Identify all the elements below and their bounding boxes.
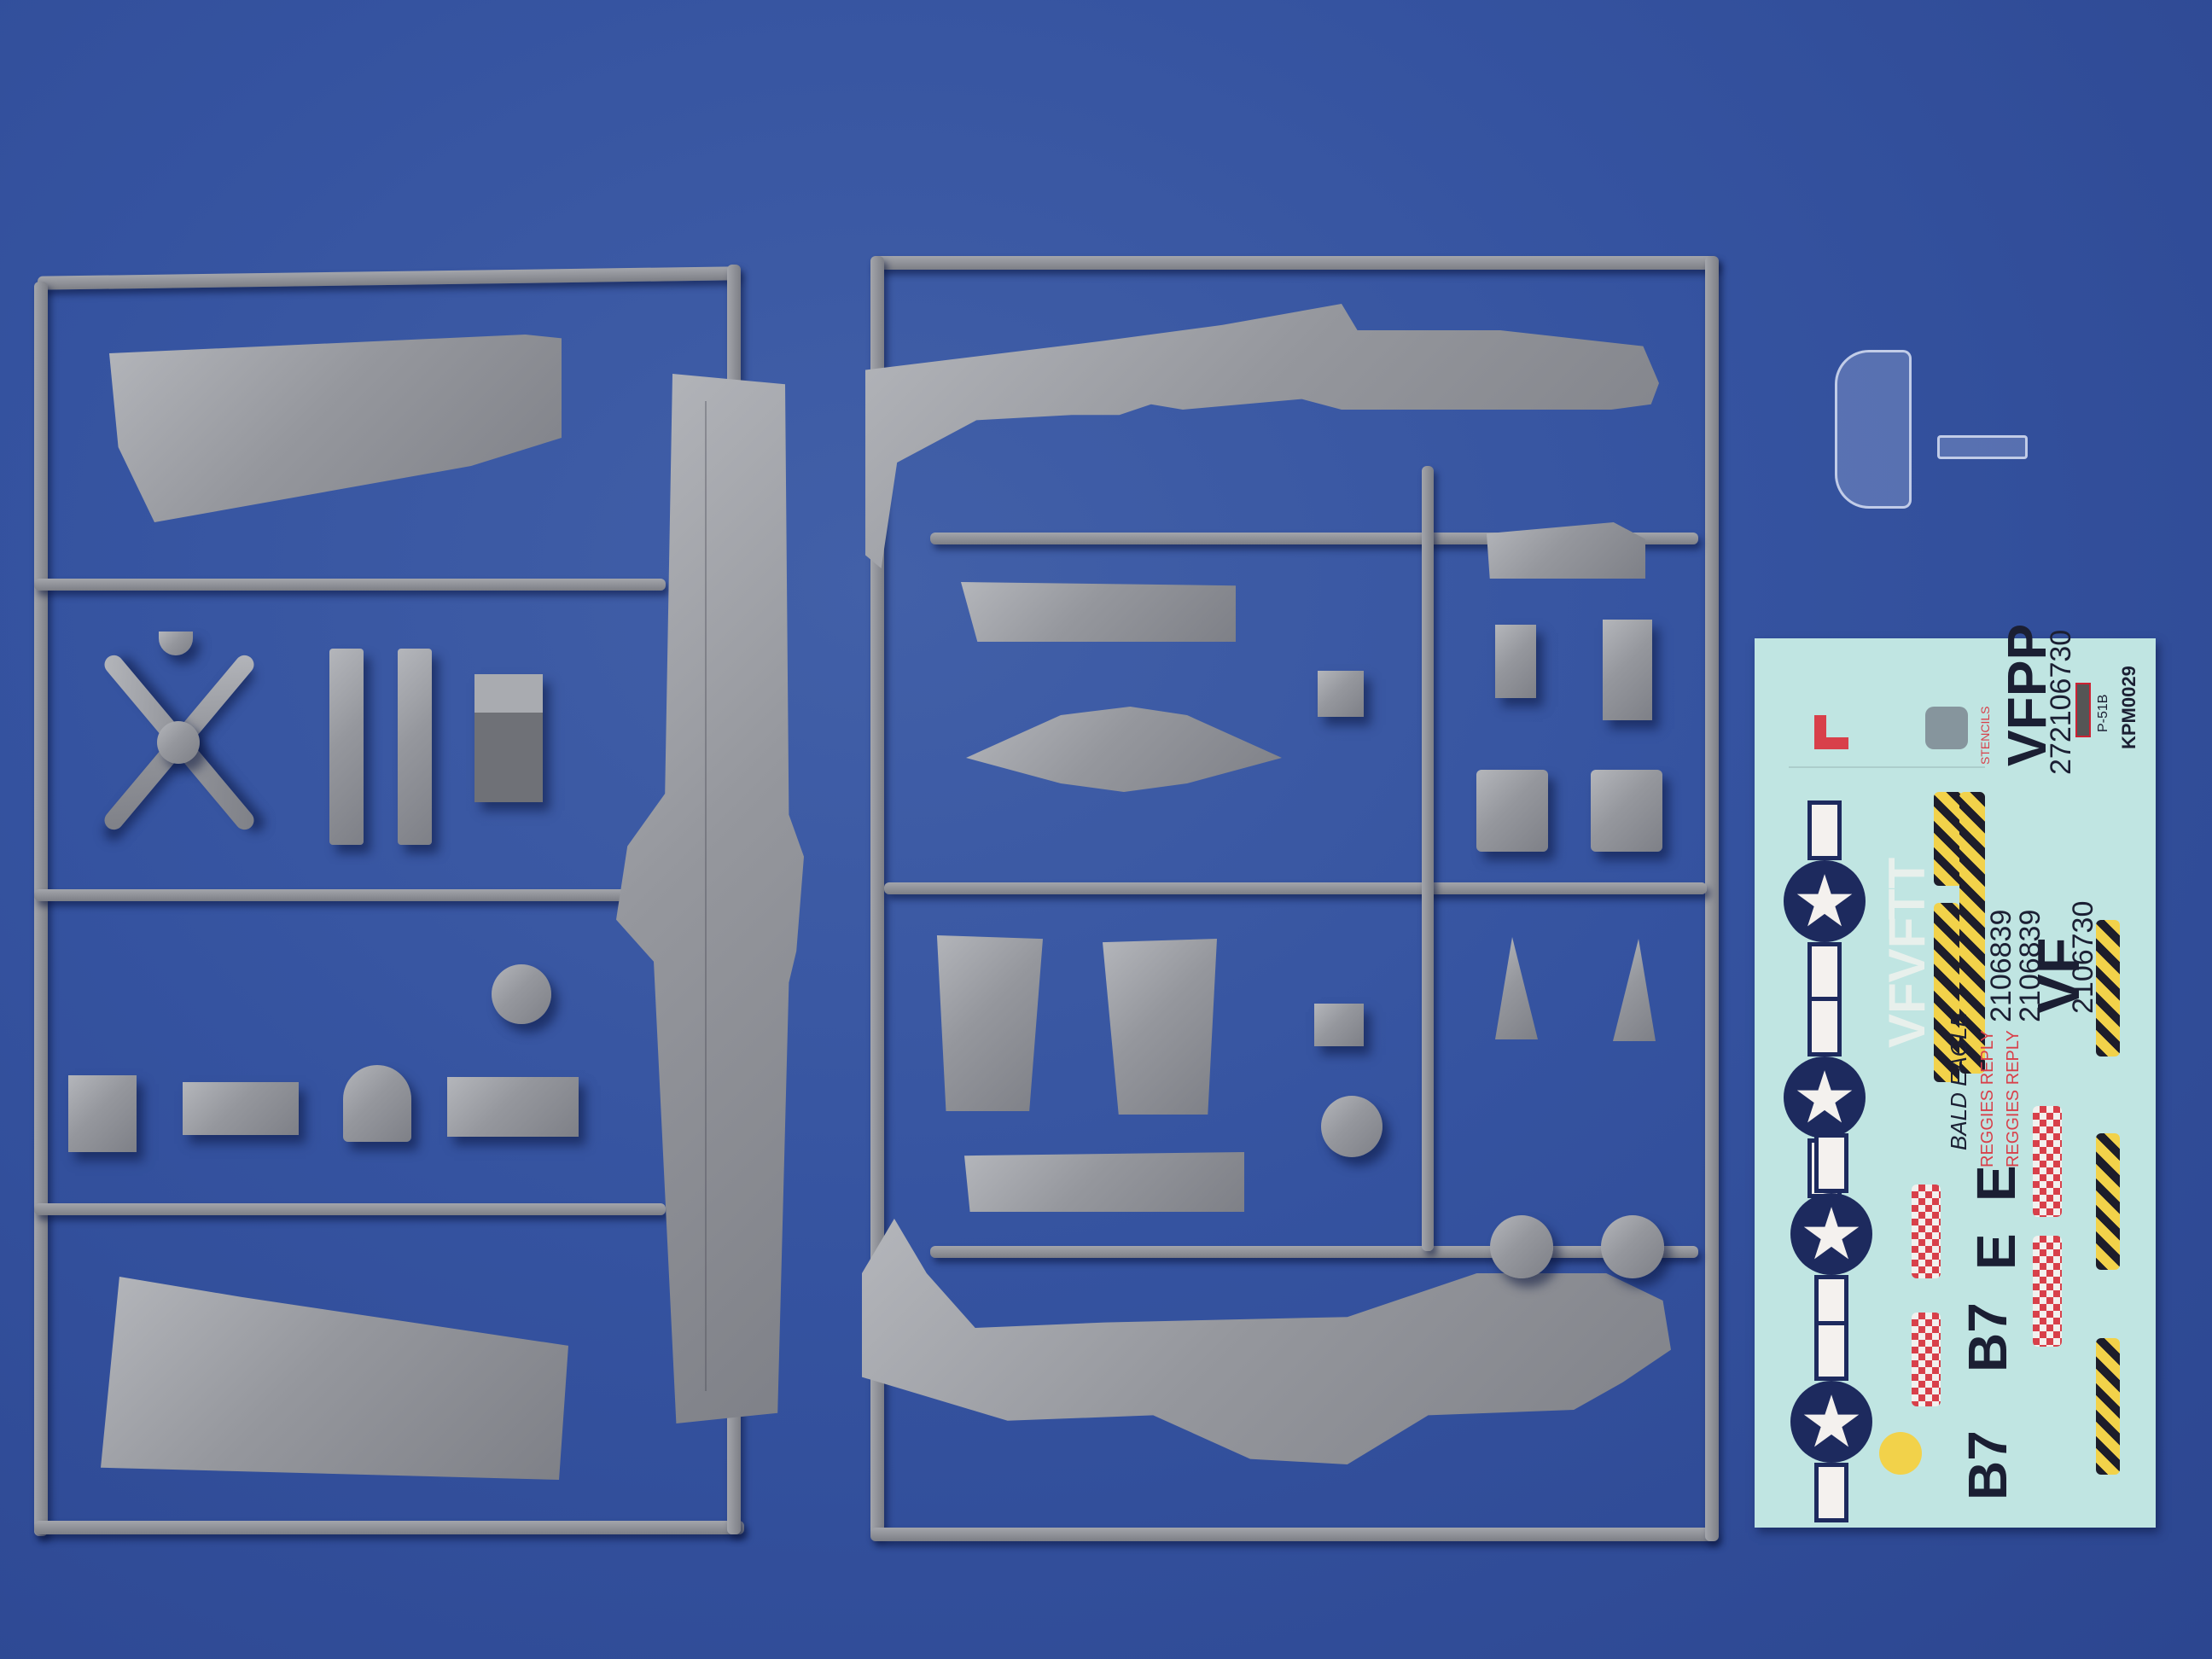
left-sprue-cross-runner-2: [34, 889, 666, 901]
aircraft-label: P-51B: [2096, 694, 2110, 732]
invasion-stripe-24: [2096, 1133, 2120, 1270]
seat-back-part: [1495, 625, 1536, 698]
code-b7-1: B7: [1957, 1430, 2018, 1500]
headrest-part: [343, 1065, 411, 1142]
gear-door-1-part: [1476, 770, 1548, 852]
stabiliser-right-part: [1103, 939, 1217, 1115]
main-wheel-right-part: [1601, 1215, 1664, 1278]
name-reggies-reply-1: REGGIES REPLY: [1978, 1030, 1997, 1167]
wing-panel-line: [705, 401, 707, 1391]
gunsight-part: [1314, 1004, 1364, 1046]
canopy-part: [1835, 350, 1912, 509]
fin-part: [1487, 522, 1645, 579]
stencil-block: STENCILS: [1789, 672, 1992, 768]
name-bald-eagle: BALD EAGLE: [1946, 1012, 1971, 1150]
stabiliser-left-part: [936, 935, 1043, 1111]
stencils-label: STENCILS: [1978, 706, 1992, 765]
code-e-1: E: [1965, 1233, 2027, 1270]
tailplane-part: [966, 707, 1282, 792]
invasion-stripe-16: [1934, 792, 1963, 886]
cockpit-floor-part: [183, 1082, 299, 1135]
code-tt-white: TT: [1878, 857, 1936, 920]
main-wing-part: [616, 374, 804, 1423]
small-box-part: [1318, 671, 1364, 717]
left-sprue-bottom-runner: [34, 1521, 744, 1534]
nose-art-decal: [1879, 1432, 1922, 1475]
checker-decal-20: [2033, 1236, 2062, 1347]
windscreen-part: [1937, 435, 2028, 459]
gear-leg-left-part: [329, 649, 364, 845]
checker-decal-21: [2033, 1106, 2062, 1217]
main-wheel-left-part: [1490, 1215, 1553, 1278]
red-marker-decal: [2075, 683, 2091, 737]
clear-canopy-sprue: [1835, 350, 2031, 512]
right-sprue-left-runner: [870, 256, 884, 1536]
tail-wheel-part: [492, 964, 551, 1024]
propeller-part: [72, 632, 285, 853]
invasion-stripe-25: [2096, 920, 2120, 1057]
star-insignia-1: ★: [1790, 1321, 1872, 1526]
checker-decal-10b: [1912, 1313, 1941, 1406]
star-insignia-4: ★: [1784, 800, 1866, 1005]
instrument-panel-part: [447, 1077, 579, 1137]
elevator-lower-part: [964, 1152, 1244, 1212]
invasion-stripe-17: [1934, 903, 1959, 1082]
right-sprue-right-runner: [1705, 256, 1719, 1541]
code-b7-2: B7: [1957, 1302, 2018, 1372]
left-sprue-cross-runner-3: [34, 1203, 666, 1215]
left-sprue-top-runner: [37, 266, 738, 290]
serial-4: 2106839: [2014, 909, 2046, 1022]
gear-door-4-part: [1613, 939, 1656, 1041]
seat-part: [68, 1075, 137, 1152]
name-reggies-reply-2: REGGIES REPLY: [2004, 1030, 2023, 1167]
wing-upper-left-part: [109, 335, 562, 522]
code-vf-white: VFVF: [1878, 917, 1936, 1048]
invasion-stripe-23: [2096, 1338, 2120, 1475]
decal-sheet: STENCILS VFPP 272106730 2106730 VF 21068…: [1755, 624, 2156, 1528]
radiator-part: [474, 674, 543, 802]
serial-1: 272106730: [2045, 629, 2077, 775]
gear-door-3-part: [1495, 937, 1538, 1039]
checker-decal-10a: [1912, 1185, 1941, 1278]
code-e-2: E: [1965, 1165, 2027, 1202]
right-sprue-mid-runner: [1422, 466, 1434, 1251]
left-sprue-cross-runner-1: [34, 579, 666, 591]
kit-code-label: KPM0029: [2118, 666, 2139, 749]
invasion-stripe-18: [1959, 792, 1985, 1074]
right-sprue-cross-runner-2: [884, 882, 1707, 894]
gear-door-2-part: [1591, 770, 1662, 852]
fuselage-half-upper-part: [865, 304, 1659, 568]
right-sprue-cross-runner-3: [930, 1246, 1698, 1258]
cockpit-side-part: [1603, 620, 1652, 720]
star-insignia-2: ★: [1790, 1133, 1872, 1338]
tail-wheel-tyre-part: [1321, 1096, 1382, 1157]
left-sprue-left-runner: [34, 282, 48, 1536]
right-sprue-bottom-runner: [870, 1528, 1715, 1541]
right-sprue-top-runner: [872, 256, 1717, 270]
wing-lower-left-part: [101, 1277, 568, 1480]
gear-leg-right-part: [398, 649, 432, 845]
elevator-upper-part: [961, 582, 1236, 642]
